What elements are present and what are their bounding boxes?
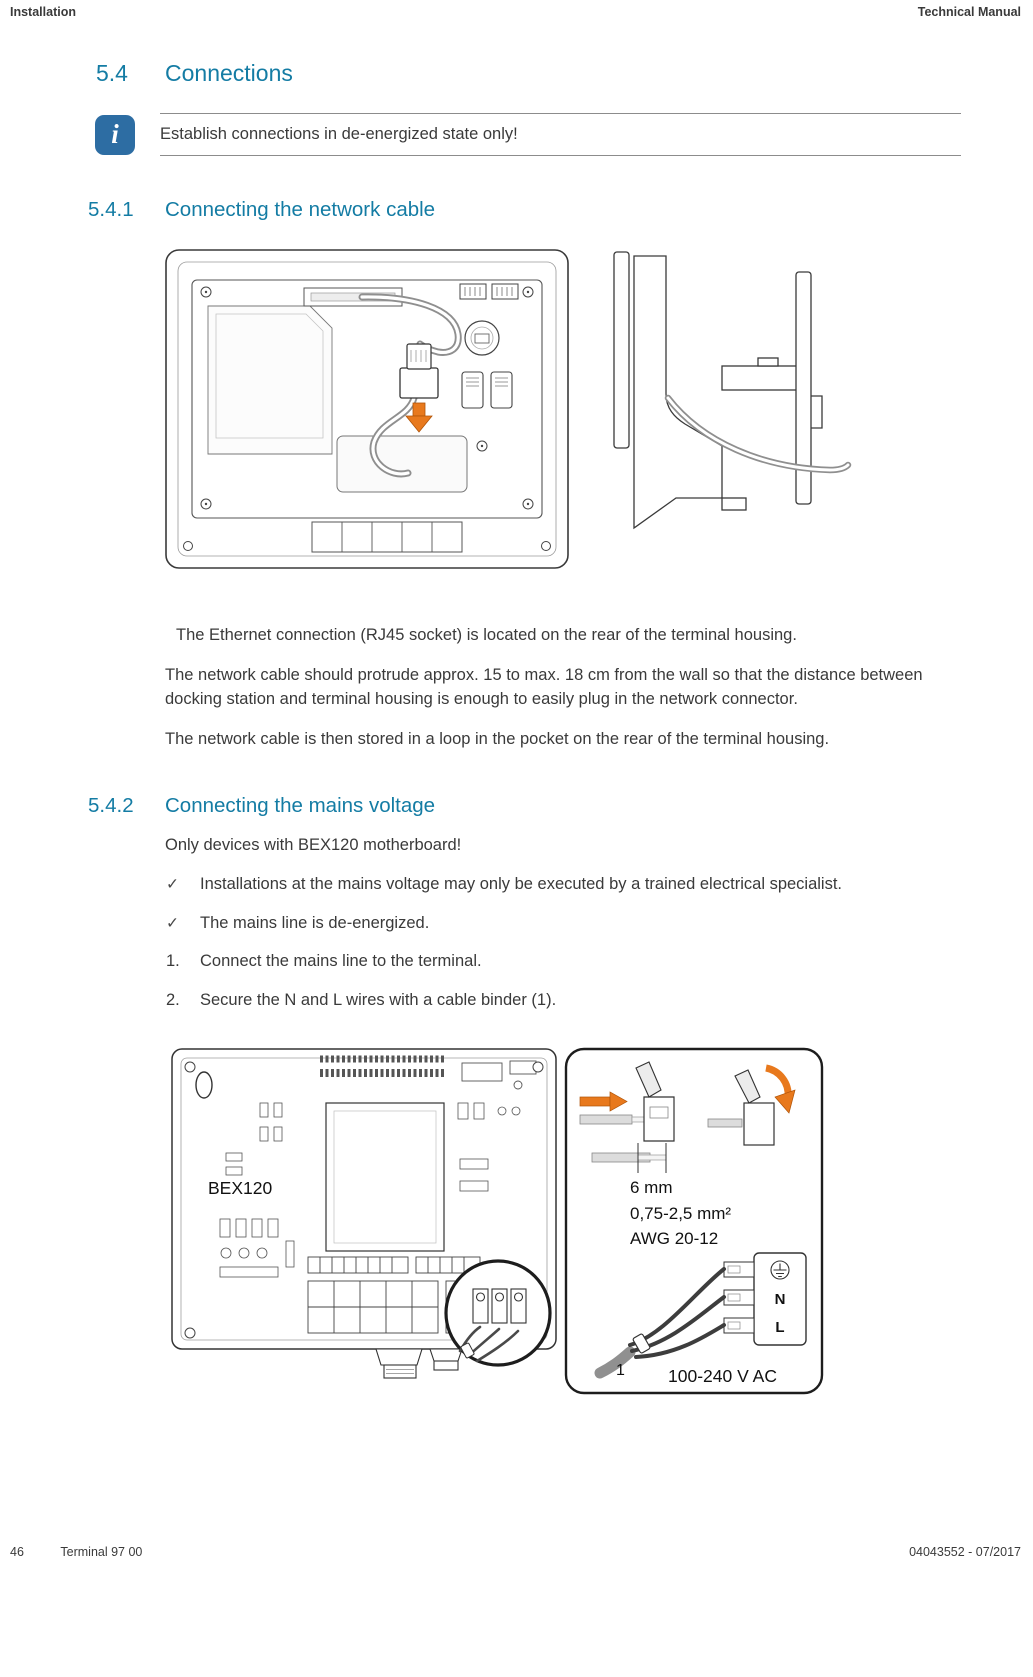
voltage-label: 100-240 V AC bbox=[668, 1366, 777, 1386]
board-label: BEX120 bbox=[208, 1178, 272, 1198]
section-number: 5.4 bbox=[96, 60, 128, 86]
step-number: 1. bbox=[166, 952, 180, 971]
insertion-arrow-icon bbox=[405, 402, 433, 433]
subsection-title: Connecting the mains voltage bbox=[165, 793, 436, 817]
paragraph-intro: Only devices with BEX120 motherboard! bbox=[165, 835, 462, 854]
section-5-4-2-heading: 5.4.2 Connecting the mains voltage bbox=[88, 794, 1033, 818]
check-icon: ✓ bbox=[166, 875, 179, 893]
paragraph-ethernet: The Ethernet connection (RJ45 socket) is… bbox=[176, 626, 797, 644]
callout-panel: 6 mm 0,75-2,5 mm² AWG 20-12 bbox=[564, 1048, 824, 1395]
cable-binder bbox=[632, 1333, 651, 1354]
page-number: 46 bbox=[10, 1545, 24, 1559]
prerequisite-item: ✓ Installations at the mains voltage may… bbox=[166, 873, 949, 897]
clamp-terminal-close bbox=[734, 1069, 775, 1146]
section-5-4-1-heading: 5.4.1 Connecting the network cable bbox=[88, 198, 1033, 222]
wire-size-label: 0,75-2,5 mm² bbox=[630, 1204, 731, 1223]
step-item: 2. Secure the N and L wires with a cable… bbox=[166, 989, 949, 1013]
terminal-l-label: L bbox=[775, 1319, 784, 1336]
footer-left: 46 Terminal 97 00 bbox=[10, 1545, 142, 1559]
check-icon: ✓ bbox=[166, 914, 179, 932]
prerequisite-text: The mains line is de-energized. bbox=[200, 913, 430, 932]
info-note: i Establish connections in de-energized … bbox=[95, 113, 961, 156]
mounting-slot bbox=[195, 1071, 213, 1099]
rotate-arrow-icon bbox=[765, 1064, 796, 1115]
subsection-number: 5.4.2 bbox=[88, 793, 134, 817]
screws bbox=[184, 1061, 544, 1339]
prerequisite-item: ✓ The mains line is de-energized. bbox=[166, 912, 949, 936]
section-5-4-heading: 5.4 Connections bbox=[96, 60, 1033, 87]
paragraph-protrude: The network cable should protrude approx… bbox=[165, 665, 923, 708]
section-title: Connections bbox=[165, 60, 293, 86]
magnifier-detail bbox=[444, 1259, 552, 1367]
step-number: 2. bbox=[166, 991, 180, 1010]
header-section-label: Installation bbox=[10, 5, 76, 19]
step-text: Connect the mains line to the terminal. bbox=[200, 952, 482, 971]
info-note-text: Establish connections in de-energized st… bbox=[160, 113, 961, 156]
cable-binder-number: 1 bbox=[616, 1362, 625, 1379]
page-header: Installation Technical Manual bbox=[10, 5, 1021, 19]
clamp-terminal-open bbox=[635, 1061, 675, 1142]
rj45-socket bbox=[399, 343, 439, 399]
footer-product: Terminal 97 00 bbox=[60, 1545, 143, 1559]
insert-arrow-icon bbox=[579, 1091, 628, 1112]
step-item: 1. Connect the mains line to the termina… bbox=[166, 950, 949, 974]
figure-network-cable bbox=[162, 246, 1033, 576]
mains-cable bbox=[594, 1346, 636, 1379]
subsection-number: 5.4.1 bbox=[88, 198, 134, 221]
mains-voltage-drawing: BEX120 bbox=[171, 1048, 824, 1395]
prerequisite-text: Installations at the mains voltage may o… bbox=[200, 874, 843, 893]
header-doc-label: Technical Manual bbox=[917, 5, 1021, 19]
step-text: Secure the N and L wires with a cable bi… bbox=[200, 991, 557, 1010]
footer-doc-ref: 04043552 - 07/2017 bbox=[909, 1545, 1021, 1559]
jack-modules bbox=[461, 371, 513, 409]
figure-mains-voltage: BEX120 bbox=[168, 1041, 1033, 1401]
page-footer: 46 Terminal 97 00 04043552 - 07/2017 bbox=[10, 1545, 1021, 1559]
subsection-title: Connecting the network cable bbox=[165, 198, 436, 221]
ground-symbol-icon bbox=[770, 1260, 790, 1280]
mains-plug: N L bbox=[723, 1252, 807, 1346]
docking-bracket bbox=[613, 251, 823, 530]
strip-length-label: 6 mm bbox=[630, 1178, 673, 1197]
board-components bbox=[219, 1102, 521, 1278]
paragraph-loop: The network cable is then stored in a lo… bbox=[165, 729, 830, 748]
info-icon: i bbox=[95, 114, 135, 155]
cable-glands bbox=[375, 1348, 463, 1379]
terminal-n-label: N bbox=[775, 1291, 786, 1308]
bottom-compartment bbox=[311, 521, 463, 553]
network-cable-rear bbox=[664, 394, 852, 474]
awg-label: AWG 20-12 bbox=[630, 1229, 718, 1248]
cable-pocket bbox=[336, 435, 468, 493]
network-cable-drawing bbox=[165, 249, 852, 569]
page-content: 5.4 Connections i Establish connections … bbox=[0, 60, 1033, 1401]
